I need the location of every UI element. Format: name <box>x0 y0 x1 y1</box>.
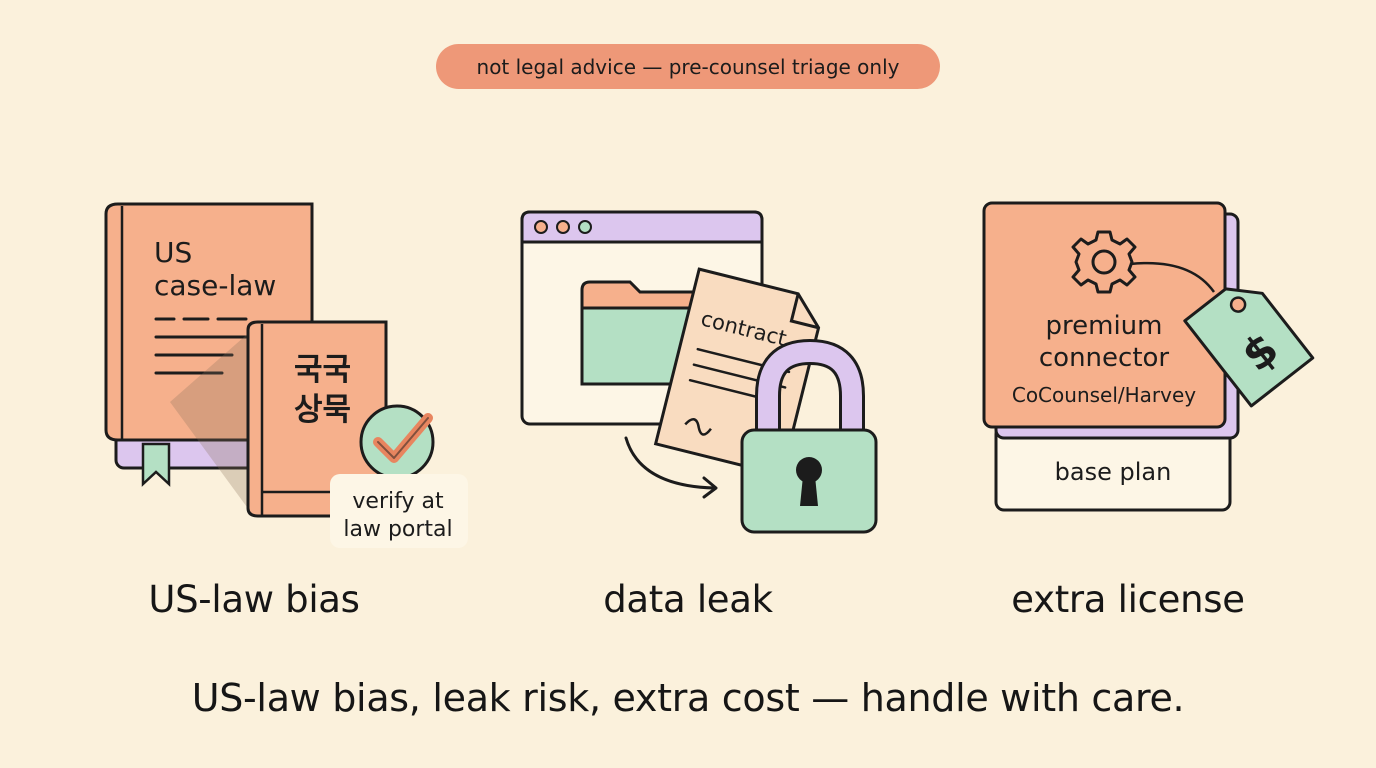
footer-summary: US-law bias, leak risk, extra cost — han… <box>191 676 1185 720</box>
premium-products: CoCounsel/Harvey <box>1012 383 1196 407</box>
caption-data-leak: data leak <box>603 578 773 621</box>
korean-title-line1: 국국 <box>294 352 351 388</box>
verify-note: verify at law portal <box>330 474 468 548</box>
curved-arrow-icon <box>624 436 716 490</box>
premium-connector-card: premium connector CoCounsel/Harvey <box>982 201 1227 429</box>
caption-extra-license: extra license <box>1011 578 1245 621</box>
caption-us-law-bias: US-law bias <box>148 578 360 621</box>
price-tag-icon: $ <box>1183 287 1315 408</box>
korean-title-line2: 상묵 <box>294 392 351 428</box>
verify-line1: verify at <box>352 489 444 514</box>
premium-line2: connector <box>1039 343 1170 373</box>
premium-line1: premium <box>1046 311 1163 341</box>
data-leak-illustration: contract <box>520 210 878 534</box>
us-law-illustration: US case-law 국국 상묵 <box>104 202 468 548</box>
gear-icon <box>1071 230 1137 294</box>
book-title-line1: US <box>154 236 192 269</box>
book-title-line2: case-law <box>154 269 276 302</box>
verify-line2: law portal <box>343 517 452 542</box>
disclaimer-pill: not legal advice — pre-counsel triage on… <box>436 44 940 89</box>
padlock-icon <box>740 338 878 534</box>
license-illustration: base plan premium connector CoCounsel/Ha… <box>982 201 1315 512</box>
checkmark-icon <box>359 404 435 480</box>
disclaimer-text: not legal advice — pre-counsel triage on… <box>476 54 900 79</box>
base-plan-label: base plan <box>1055 458 1172 486</box>
base-plan-card: base plan <box>994 424 1232 512</box>
